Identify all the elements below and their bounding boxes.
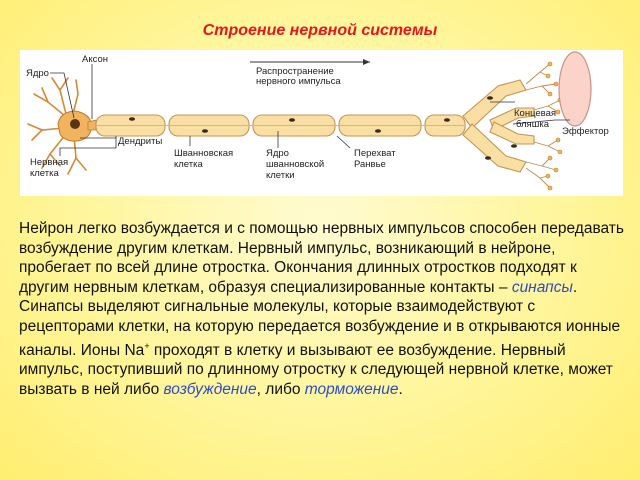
node-of-ranvier-label-2: Ранвье [354,159,386,170]
nerve-cell-label-1: Нервная [30,157,68,168]
effector-label: Эффектор [562,126,609,137]
synapses-term: синапсы [511,278,573,296]
paragraph-1-end: . [572,278,578,296]
dendrites-label: Дендриты [118,136,162,147]
schwann-nucleus-label-2: шванновской [266,159,324,170]
superscript-plus: + [144,340,150,351]
schwann-nucleus-label-3: клетки [266,170,295,181]
nerve-cell-label-2: клетка [30,168,59,179]
node-of-ranvier-label-1: Перехват [354,148,396,159]
axon-label: Аксон [82,54,108,65]
paragraph-1: Нейрон легко возбуждается и с помощью не… [19,219,629,297]
page-title: Строение нервной системы [202,22,438,39]
neuron-diagram: Ядро Аксон Распространение нервного импу… [20,50,623,196]
propagation-label-1: Распространение [256,66,334,77]
terminal-label-2: бляшка [516,119,550,130]
nucleus [70,119,80,129]
schwann-nucleus-label-1: Ядро [266,148,289,159]
schwann-cell-label-2: клетка [174,159,203,170]
schwann-nuclei [129,117,450,133]
paragraph-1-text: Нейрон легко возбуждается и с помощью не… [19,220,624,296]
paragraph-2-text: Синапсы выделяют сигнальные молекулы, ко… [19,298,621,359]
schwann-cell-label-1: Шванновская [174,148,233,159]
paragraph-2-end: . [398,380,403,398]
effector [558,51,592,127]
propagation-label-2: нервного импульса [256,76,341,87]
paragraph-2: Синапсы выделяют сигнальные молекулы, ко… [19,297,629,399]
terminal-label-1: Концевая [514,108,556,119]
nucleus-label: Ядро [26,68,49,79]
axon-terminals [462,79,535,173]
excitation-term: возбуждение [163,380,257,398]
axon [87,119,97,131]
paragraph-2-middle: , либо [256,380,305,398]
inhibition-term: торможение [304,380,399,398]
paragraph-2-text-cont: проходят в клетку и вызывают ее возбужде… [19,341,613,398]
description-text: Нейрон легко возбуждается и с помощью не… [19,219,629,400]
dendrites [27,77,87,175]
